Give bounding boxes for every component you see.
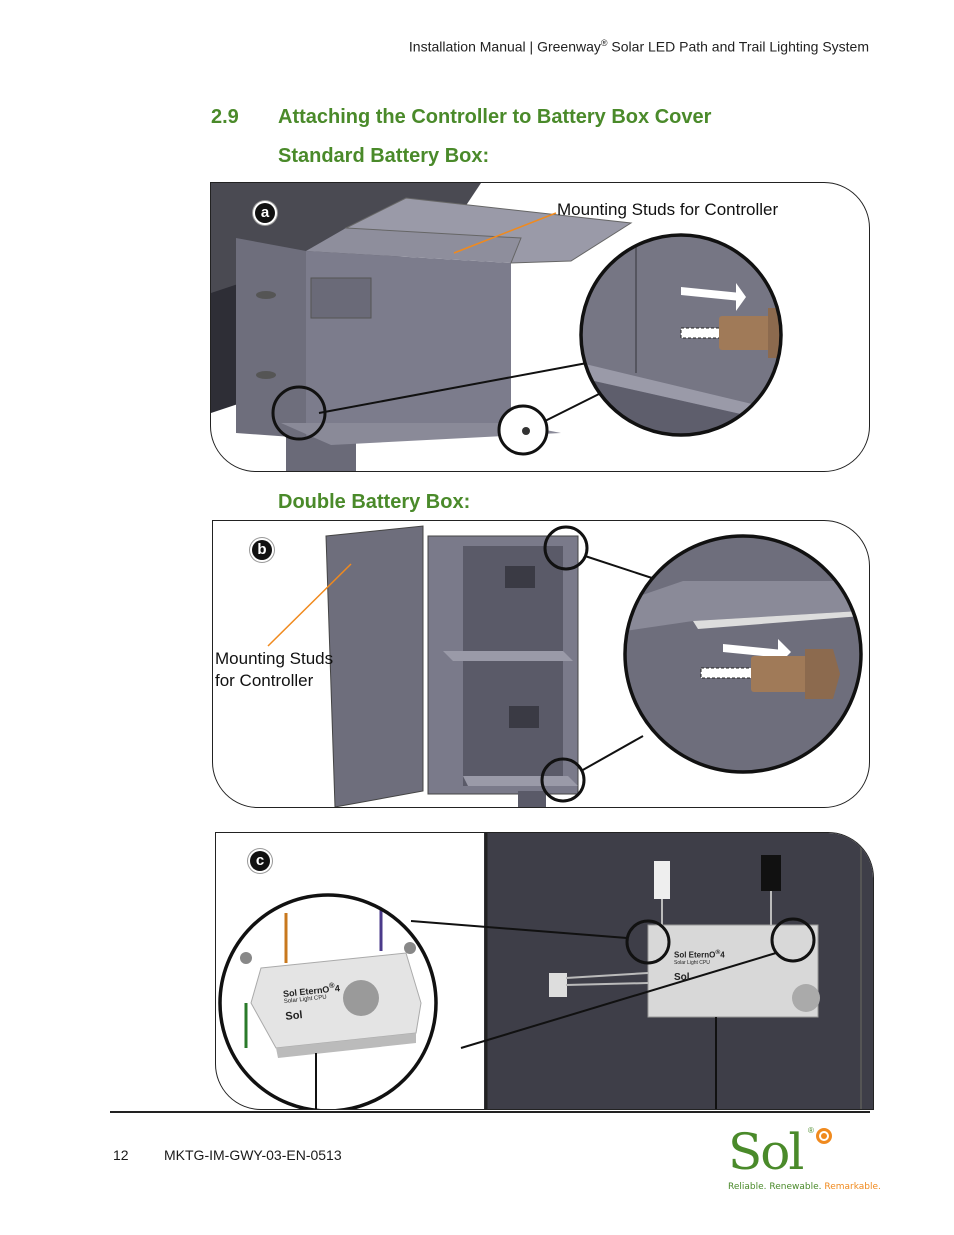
document-code: MKTG-IM-GWY-03-EN-0513 <box>164 1147 342 1163</box>
figure-b-badge: b <box>252 540 272 560</box>
sun-icon <box>816 1128 832 1144</box>
figure-a-badge: a <box>255 203 275 223</box>
header-text-pre: Installation Manual | Greenway <box>408 38 601 55</box>
tagline-part1: Reliable. Renewable. <box>728 1182 825 1192</box>
figure-c-panel: c Sol EternO®4 Solar Light CPU Sol Sol E… <box>215 832 874 1110</box>
footer-rule <box>110 1111 870 1113</box>
cabinet-product-label: Sol EternO®4 Solar Light CPU Sol <box>674 949 725 983</box>
figure-a-callout: Mounting Studs for Controller <box>557 200 779 219</box>
section-title: Attaching the Controller to Battery Box … <box>278 106 712 128</box>
cabinet-product-reg: ® <box>715 949 721 956</box>
running-header: Installation Manual | Greenway® Solar LE… <box>409 38 869 55</box>
figure-b-callout: Mounting Studs for Controller <box>215 648 333 692</box>
double-battery-box-heading: Double Battery Box: <box>278 491 471 513</box>
header-reg-mark: ® <box>600 38 608 48</box>
figure-b-callout-line1: Mounting Studs <box>215 649 334 668</box>
logo-tagline: Reliable. Renewable. Remarkable. <box>728 1182 881 1192</box>
figure-b-illustration <box>267 525 863 807</box>
figure-a-illustration <box>211 183 783 471</box>
section-number: 2.9 <box>211 106 239 128</box>
figure-c-illustration <box>218 833 873 1109</box>
header-text-post: Solar LED Path and Trail Lighting System <box>607 38 869 55</box>
figure-a-panel: a Mounting Studs for Controller <box>210 182 870 472</box>
logo-reg-mark: ® <box>808 1126 814 1135</box>
cabinet-product-model: 4 <box>720 950 725 960</box>
standard-battery-box-heading: Standard Battery Box: <box>278 145 490 167</box>
cabinet-product-sub: Solar Light CPU <box>674 959 710 966</box>
zoom-product-label: Sol EternO®4 Solar Light CPU Sol <box>282 980 343 1023</box>
page-number: 12 <box>113 1147 129 1163</box>
sol-logo: Sol ® Reliable. Renewable. Remarkable. <box>728 1123 881 1194</box>
figure-c-badge: c <box>250 851 270 871</box>
figure-b-callout-line2: for Controller <box>215 671 314 690</box>
cabinet-product-brand: Sol EternO <box>674 950 716 960</box>
tagline-part2: Remarkable. <box>824 1182 881 1192</box>
figure-b-panel: b Mounting Studs for Controller <box>212 520 870 808</box>
logo-wordmark: Sol <box>728 1123 804 1181</box>
zoom-product-model: 4 <box>334 983 341 994</box>
cabinet-product-logo: Sol <box>674 971 690 983</box>
